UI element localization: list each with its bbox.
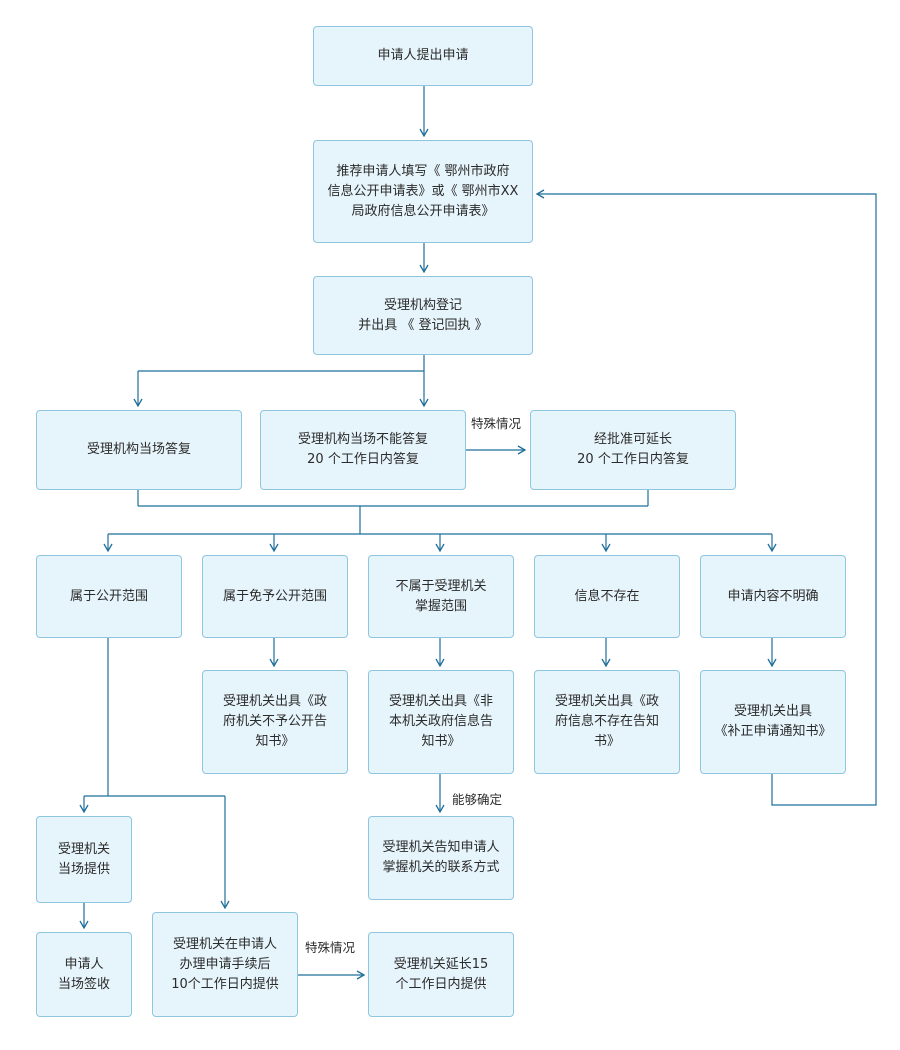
node-extend-text: 经批准可延长 20 个工作日内答复 bbox=[577, 432, 689, 467]
node-not-in-scope-text: 不属于受理机关 掌握范围 bbox=[395, 578, 487, 614]
node-reply-on-site: 受理机构当场答复 bbox=[36, 410, 242, 490]
node-register-text: 受理机构登记 并出具 《 登记回执 》 bbox=[358, 297, 488, 333]
node-inform-contact: 受理机关告知申请人 掌握机关的联系方式 bbox=[368, 816, 514, 900]
node-exempt-notice-text: 受理机关出具《政 府机关不予公开告 知书》 bbox=[222, 694, 327, 749]
node-provide-10days-text: 受理机关在申请人 办理申请手续后 10个工作日内提供 bbox=[171, 936, 279, 992]
node-not-exist: 信息不存在 bbox=[534, 555, 680, 638]
node-extend: 经批准可延长 20 个工作日内答复 bbox=[530, 410, 736, 490]
node-unclear-text: 申请内容不明确 bbox=[727, 588, 819, 604]
node-exempt-scope: 属于免予公开范围 bbox=[202, 555, 348, 638]
node-apply: 申请人提出申请 bbox=[313, 26, 533, 86]
node-reply-20days: 受理机构当场不能答复 20 个工作日内答复 bbox=[260, 410, 466, 490]
node-extend-15-text: 受理机关延长15 个工作日内提供 bbox=[393, 956, 489, 992]
node-correction-notice-text: 受理机关出具 《补正申请通知书》 bbox=[714, 704, 832, 739]
node-sign-on-site: 申请人 当场签收 bbox=[36, 932, 132, 1017]
node-provide-10days: 受理机关在申请人 办理申请手续后 10个工作日内提供 bbox=[152, 912, 298, 1017]
edge-label-special-2: 特殊情况 bbox=[305, 940, 356, 955]
node-apply-text: 申请人提出申请 bbox=[377, 48, 469, 63]
node-reply-on-site-text: 受理机构当场答复 bbox=[86, 442, 191, 457]
node-recommend-text: 推荐申请人填写《 鄂州市政府 信息公开申请表》或《 鄂州市XX 局政府信息公开申… bbox=[327, 163, 519, 219]
node-unclear: 申请内容不明确 bbox=[700, 555, 846, 638]
node-exempt-scope-text: 属于免予公开范围 bbox=[222, 588, 327, 604]
node-not-in-scope-notice-text: 受理机关出具《非 本机关政府信息告 知书》 bbox=[388, 694, 493, 749]
edge-loop-back bbox=[535, 189, 877, 806]
node-public-scope: 属于公开范围 bbox=[36, 555, 182, 638]
node-sign-on-site-text: 申请人 当场签收 bbox=[57, 956, 110, 992]
node-not-in-scope: 不属于受理机关 掌握范围 bbox=[368, 555, 514, 638]
node-exempt-notice: 受理机关出具《政 府机关不予公开告 知书》 bbox=[202, 670, 348, 774]
node-recommend: 推荐申请人填写《 鄂州市政府 信息公开申请表》或《 鄂州市XX 局政府信息公开申… bbox=[313, 140, 533, 243]
node-register: 受理机构登记 并出具 《 登记回执 》 bbox=[313, 276, 533, 355]
node-not-in-scope-notice: 受理机关出具《非 本机关政府信息告 知书》 bbox=[368, 670, 514, 774]
node-correction-notice: 受理机关出具 《补正申请通知书》 bbox=[700, 670, 846, 774]
edge-label-can-determine: 能够确定 bbox=[452, 792, 503, 807]
node-not-exist-text: 信息不存在 bbox=[574, 588, 640, 604]
node-provide-on-site-text: 受理机关 当场提供 bbox=[57, 841, 110, 877]
node-extend-15: 受理机关延长15 个工作日内提供 bbox=[368, 932, 514, 1017]
node-not-exist-notice: 受理机关出具《政 府信息不存在告知 书》 bbox=[534, 670, 680, 774]
node-inform-contact-text: 受理机关告知申请人 掌握机关的联系方式 bbox=[382, 840, 500, 875]
node-provide-on-site: 受理机关 当场提供 bbox=[36, 816, 132, 903]
node-public-scope-text: 属于公开范围 bbox=[69, 588, 148, 604]
node-not-exist-notice-text: 受理机关出具《政 府信息不存在告知 书》 bbox=[554, 694, 659, 749]
node-reply-20days-text: 受理机构当场不能答复 20 个工作日内答复 bbox=[297, 432, 428, 467]
edge-label-special-1: 特殊情况 bbox=[471, 416, 522, 431]
